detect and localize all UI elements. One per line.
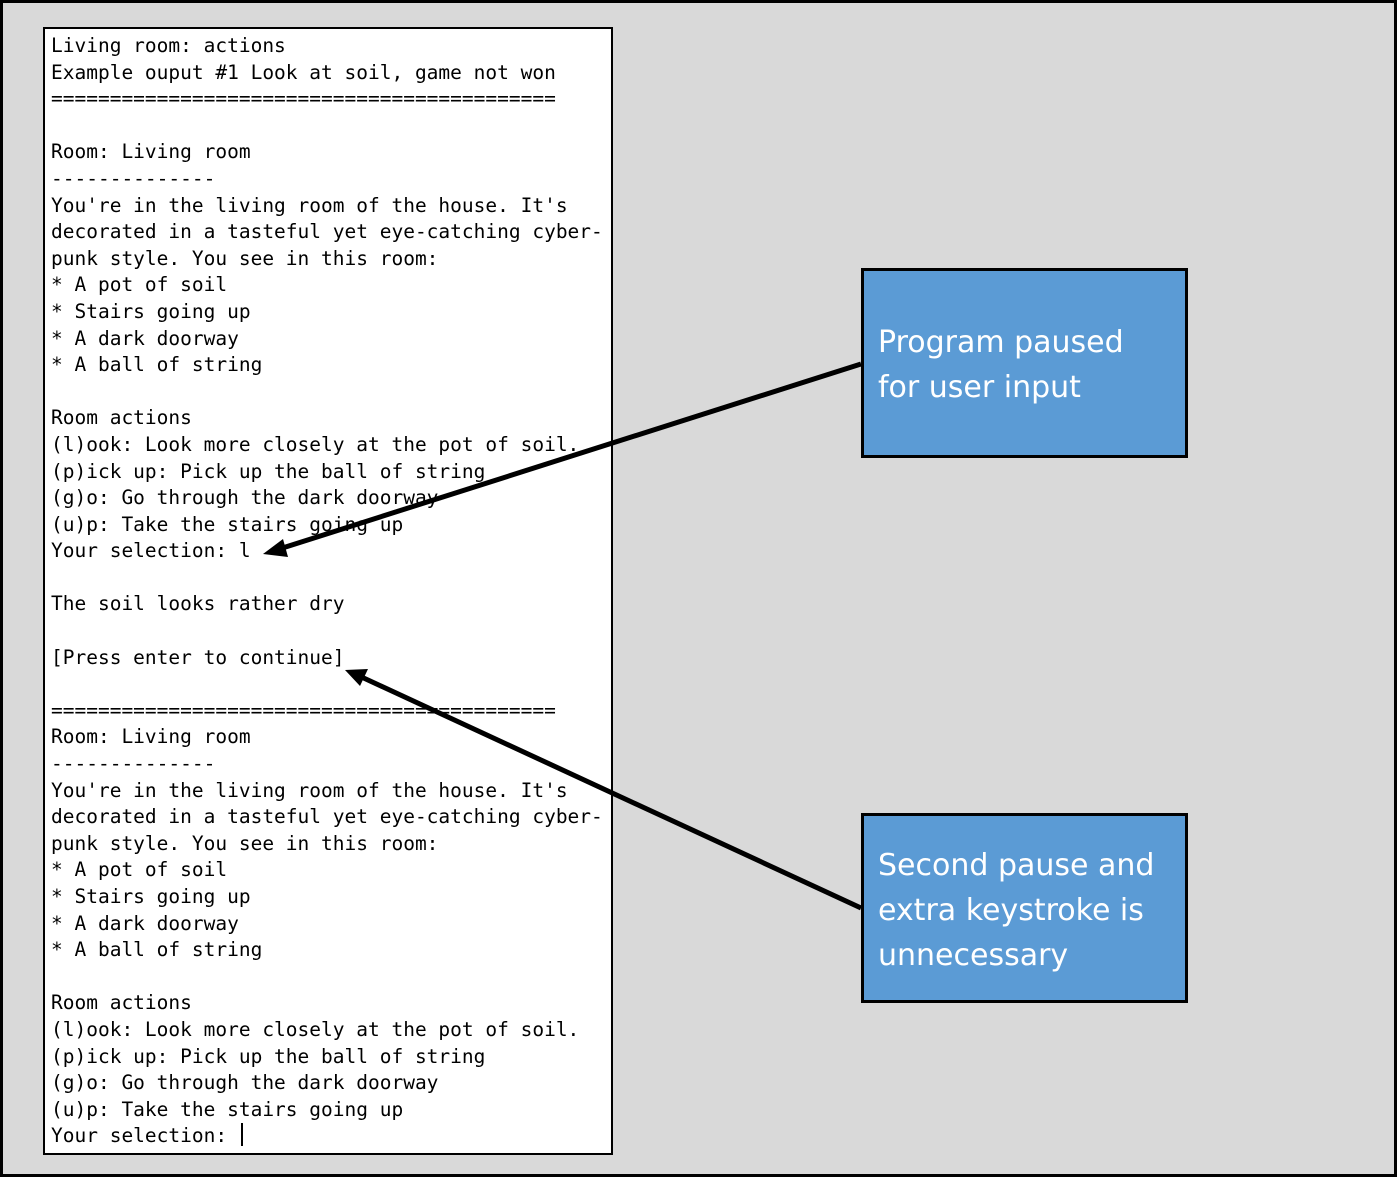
terminal-line: (g)o: Go through the dark doorway [51, 1070, 603, 1097]
terminal-line-text: -------------- [51, 752, 216, 776]
terminal-line: -------------- [51, 751, 603, 778]
terminal-line: * Stairs going up [51, 884, 603, 911]
terminal-line: (l)ook: Look more closely at the pot of … [51, 1017, 603, 1044]
terminal-line: ========================================… [51, 86, 603, 113]
terminal-line-text: (l)ook: Look more closely at the pot of … [51, 432, 580, 456]
terminal-line: Your selection: l [51, 538, 603, 565]
terminal-line: decorated in a tasteful yet eye-catching… [51, 219, 603, 246]
terminal-line-text: You're in the living room of the house. … [51, 193, 568, 217]
terminal-line-text: (p)ick up: Pick up the ball of string [51, 459, 486, 483]
terminal-line-text: * A ball of string [51, 353, 263, 377]
terminal-line: * A ball of string [51, 937, 603, 964]
terminal-line-text: * A ball of string [51, 938, 263, 962]
text-cursor-icon [240, 1123, 243, 1147]
terminal-line-text: Living room: actions [51, 34, 286, 57]
terminal-line: (u)p: Take the stairs going up [51, 1097, 603, 1124]
terminal-line-text: ========================================… [51, 87, 556, 111]
terminal-line-text: Your selection: [51, 1124, 239, 1148]
terminal-line: Room actions [51, 990, 603, 1017]
terminal-line-text: * A dark doorway [51, 911, 239, 935]
terminal-line: decorated in a tasteful yet eye-catching… [51, 804, 603, 831]
terminal-line-text: * A dark doorway [51, 326, 239, 350]
terminal-line-text: Room: Living room [51, 140, 251, 164]
terminal-line: * A dark doorway [51, 326, 603, 353]
terminal-line-text: * Stairs going up [51, 299, 251, 323]
terminal-line: punk style. You see in this room: [51, 246, 603, 273]
terminal-line-text: punk style. You see in this room: [51, 831, 439, 855]
terminal-line-text: Room: Living room [51, 725, 251, 749]
terminal-line: You're in the living room of the house. … [51, 193, 603, 220]
callout-second-pause: Second pause and extra keystroke is unne… [861, 813, 1188, 1003]
terminal-line [51, 671, 603, 698]
terminal-line-text: (u)p: Take the stairs going up [51, 512, 404, 536]
terminal-line-text: * A pot of soil [51, 858, 228, 882]
terminal-line: You're in the living room of the house. … [51, 778, 603, 805]
callout-program-paused: Program paused for user input [861, 268, 1188, 458]
terminal-line [51, 964, 603, 991]
terminal-line: The soil looks rather dry [51, 591, 603, 618]
terminal-line: Living room: actions [51, 33, 603, 60]
terminal-line: punk style. You see in this room: [51, 831, 603, 858]
terminal-line-text: punk style. You see in this room: [51, 246, 439, 270]
terminal-line [51, 379, 603, 406]
terminal-line: Your selection: [51, 1123, 603, 1150]
terminal-line-text: [Press enter to continue] [51, 645, 345, 669]
terminal-line: Room actions [51, 405, 603, 432]
terminal-line-text: Example ouput #1 Look at soil, game not … [51, 60, 556, 84]
terminal-line-text: (g)o: Go through the dark doorway [51, 1071, 439, 1095]
terminal-line: (p)ick up: Pick up the ball of string [51, 459, 603, 486]
terminal-line [51, 565, 603, 592]
terminal-line-text: Room actions [51, 991, 192, 1015]
terminal-line-text: (g)o: Go through the dark doorway [51, 486, 439, 510]
terminal-line-text: The soil looks rather dry [51, 592, 345, 616]
terminal-line-text: decorated in a tasteful yet eye-catching… [51, 805, 603, 829]
terminal-line: * A pot of soil [51, 272, 603, 299]
terminal-line-text: (l)ook: Look more closely at the pot of … [51, 1017, 580, 1041]
terminal-line: ========================================… [51, 698, 603, 725]
terminal-line: Room: Living room [51, 139, 603, 166]
terminal-line: [Press enter to continue] [51, 645, 603, 672]
terminal-line [51, 113, 603, 140]
terminal-line-text: * Stairs going up [51, 885, 251, 908]
terminal-line-text: (p)ick up: Pick up the ball of string [51, 1044, 486, 1068]
terminal-line-text: -------------- [51, 166, 216, 190]
terminal-line-text: Room actions [51, 406, 192, 430]
terminal-line: (g)o: Go through the dark doorway [51, 485, 603, 512]
terminal-line: * A dark doorway [51, 911, 603, 938]
terminal-line: Room: Living room [51, 724, 603, 751]
terminal-line-text: * A pot of soil [51, 273, 228, 297]
terminal-line: * A pot of soil [51, 857, 603, 884]
terminal-line: * A ball of string [51, 352, 603, 379]
terminal-line-text: Your selection: l [51, 539, 251, 563]
terminal-line-text: decorated in a tasteful yet eye-catching… [51, 220, 603, 244]
terminal-line: -------------- [51, 166, 603, 193]
terminal-line: * Stairs going up [51, 299, 603, 326]
terminal-line-text: ========================================… [51, 698, 556, 722]
terminal-line: Example ouput #1 Look at soil, game not … [51, 60, 603, 87]
terminal-line-text: (u)p: Take the stairs going up [51, 1097, 404, 1121]
terminal-line: (u)p: Take the stairs going up [51, 512, 603, 539]
terminal-line: (l)ook: Look more closely at the pot of … [51, 432, 603, 459]
terminal-line-text: You're in the living room of the house. … [51, 778, 568, 802]
terminal-line: (p)ick up: Pick up the ball of string [51, 1044, 603, 1071]
terminal-line [51, 618, 603, 645]
